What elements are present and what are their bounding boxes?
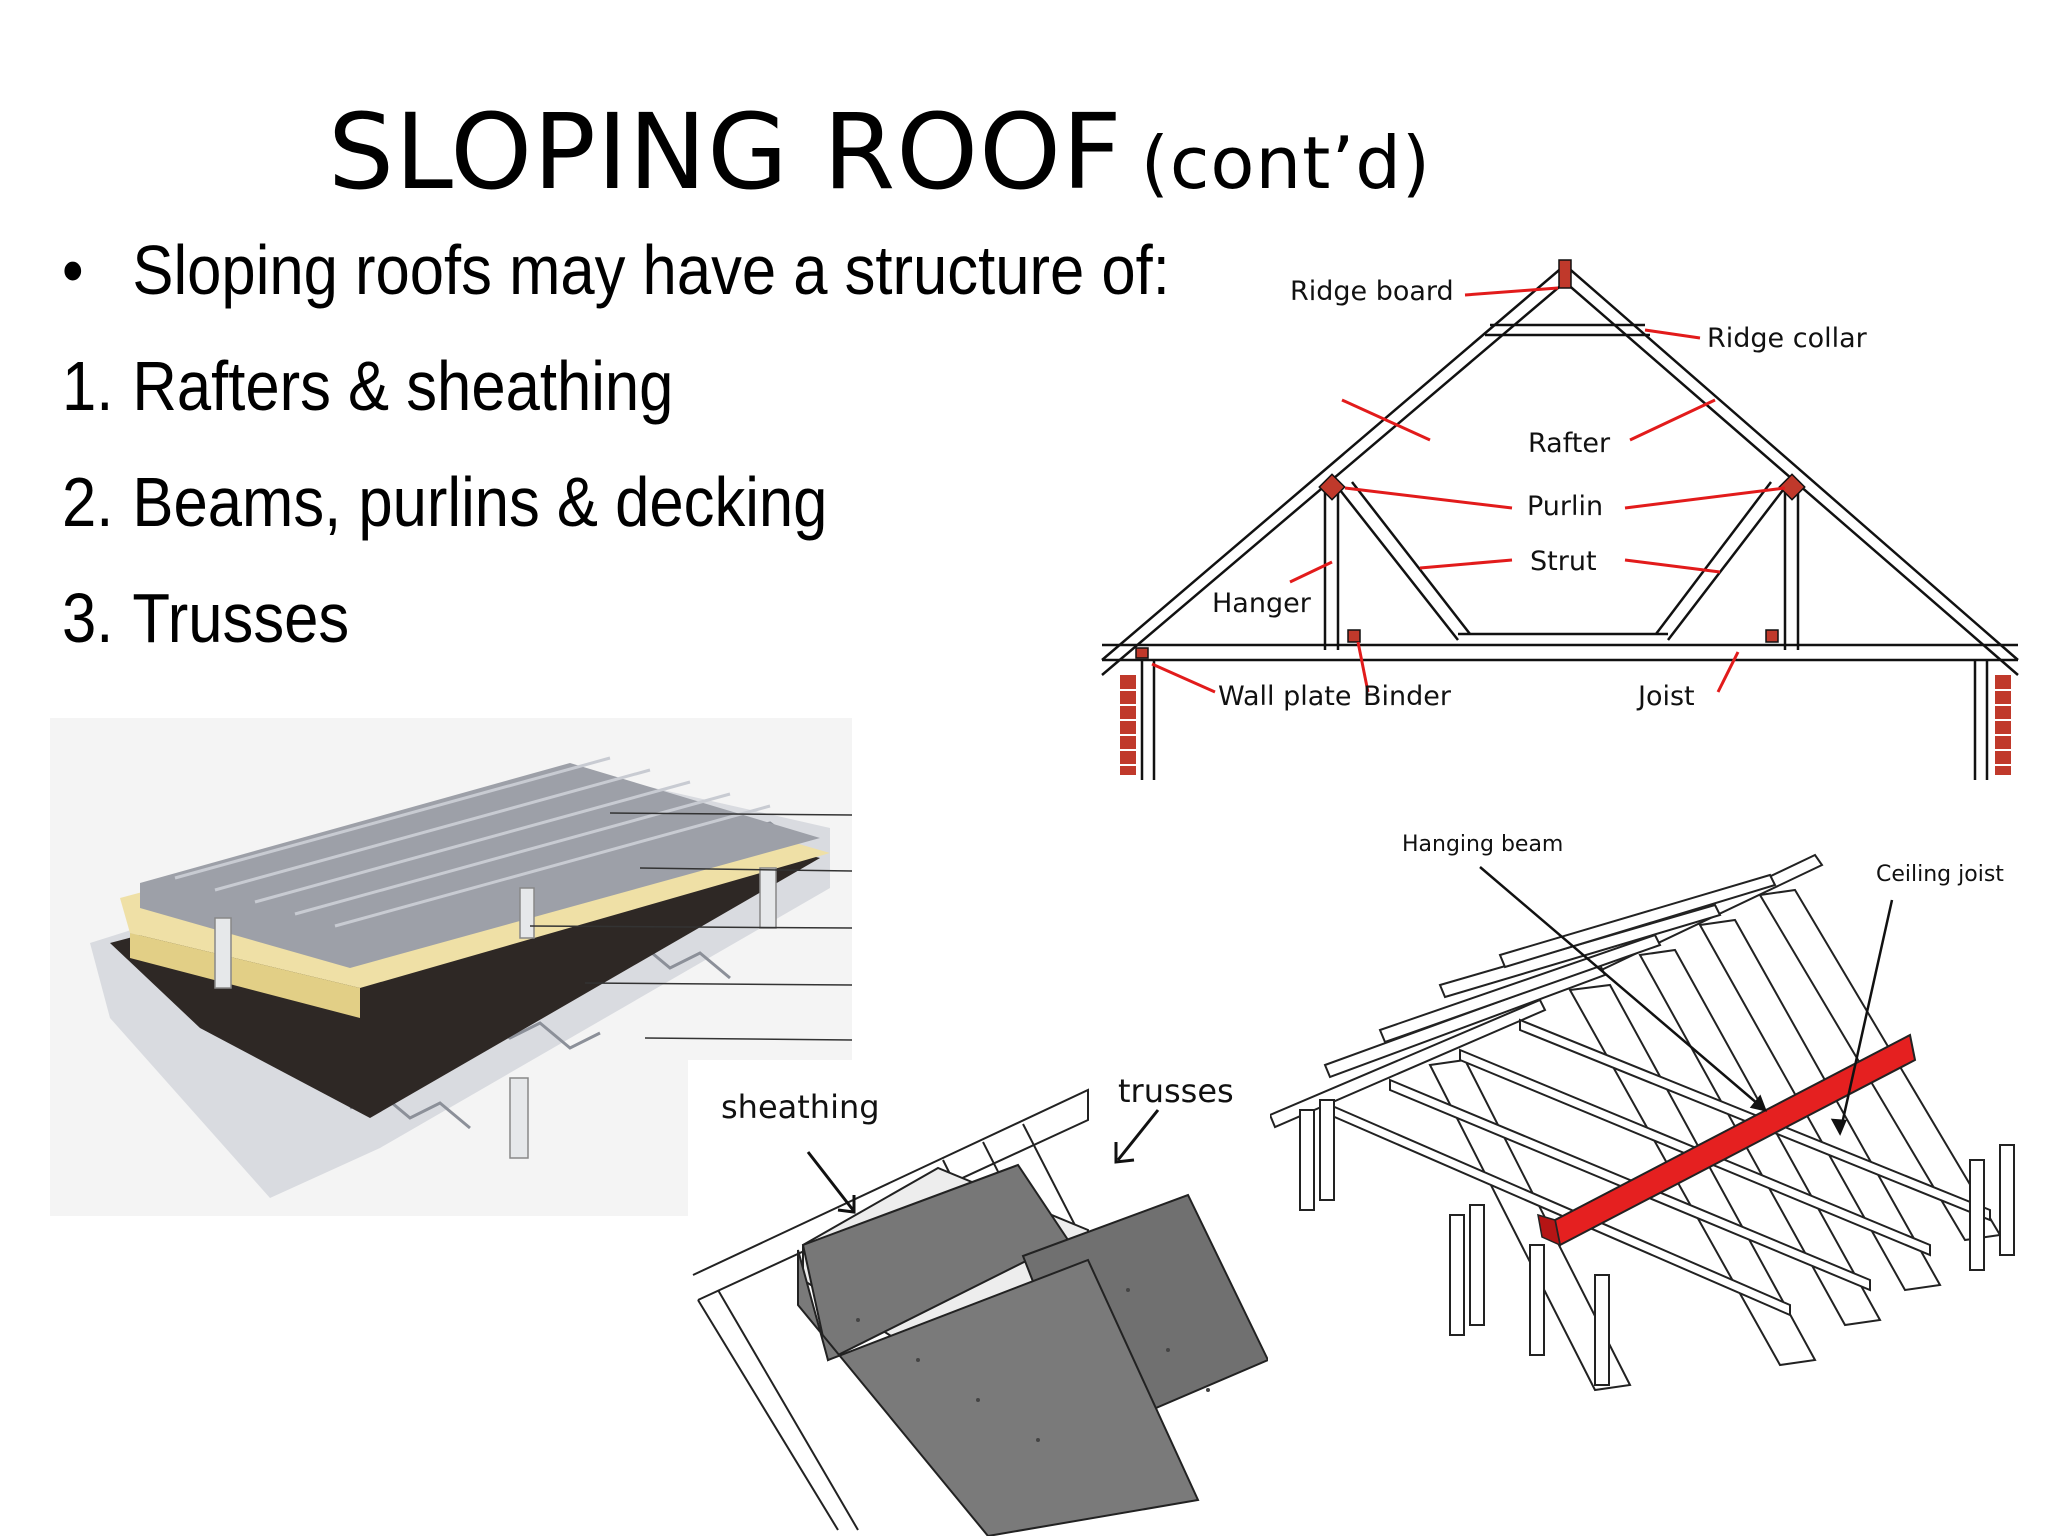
label-ceiling-joist: Ceiling joist bbox=[1876, 862, 2004, 887]
label-purlin: Purlin bbox=[1527, 491, 1603, 522]
label-joist: Joist bbox=[1636, 681, 1695, 712]
roof-framing-illustration: Hanging beam Ceiling joist bbox=[1270, 815, 2035, 1405]
label-wall-plate: Wall plate bbox=[1218, 681, 1351, 712]
item-number: 1. bbox=[62, 347, 114, 425]
label-trusses: trusses bbox=[1118, 1072, 1234, 1110]
label-hanging-beam: Hanging beam bbox=[1402, 832, 1563, 857]
item-number: 2. bbox=[62, 463, 114, 541]
label-binder: Binder bbox=[1363, 681, 1452, 712]
roof-truss-diagram: Ridge board Ridge collar Rafter Purlin S… bbox=[1090, 250, 2030, 790]
item-text: Trusses bbox=[132, 579, 350, 657]
label-ridge-board: Ridge board bbox=[1290, 276, 1454, 307]
sheathing-trusses-illustration: sheathing trusses bbox=[688, 1060, 1268, 1536]
title-main: SLOPING ROOF bbox=[328, 91, 1123, 213]
arrow-icon bbox=[806, 1109, 1160, 1214]
label-strut: Strut bbox=[1530, 546, 1597, 577]
label-ridge-collar: Ridge collar bbox=[1707, 323, 1868, 354]
title-suffix: (cont’d) bbox=[1140, 121, 1432, 205]
item-text: Beams, purlins & decking bbox=[132, 463, 828, 541]
label-sheathing: sheathing bbox=[721, 1088, 880, 1126]
bullet-mark: • bbox=[62, 231, 84, 309]
slide-title: SLOPING ROOF(cont’d) bbox=[328, 100, 1431, 204]
label-rafter: Rafter bbox=[1528, 428, 1611, 459]
item-number: 3. bbox=[62, 579, 114, 657]
intro-text: Sloping roofs may have a structure of: bbox=[132, 231, 1170, 309]
label-hanger: Hanger bbox=[1212, 588, 1312, 619]
item-text: Rafters & sheathing bbox=[132, 347, 674, 425]
